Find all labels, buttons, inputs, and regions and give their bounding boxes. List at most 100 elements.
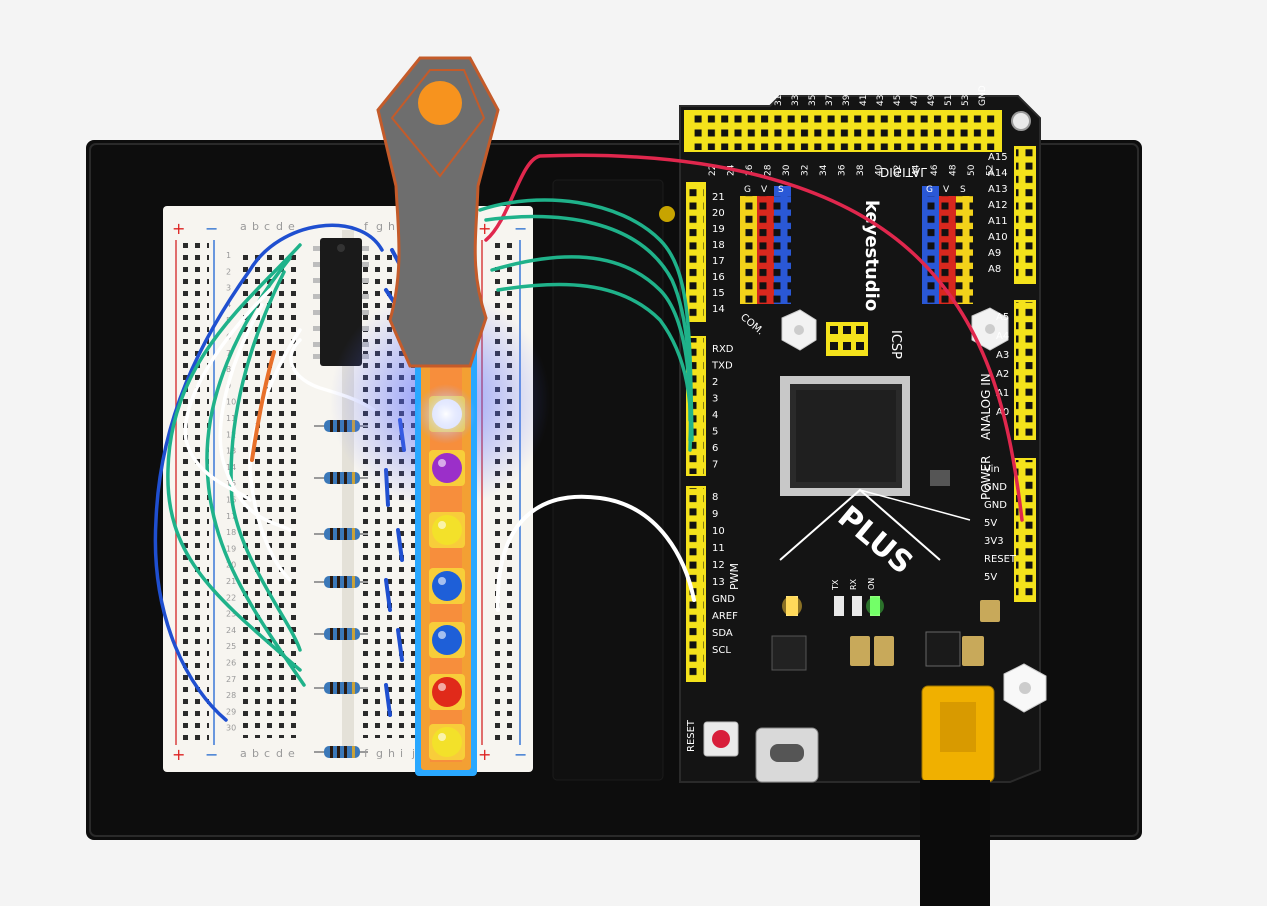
- header-pin-label: 28: [764, 164, 774, 176]
- header-pin-label: 22: [708, 165, 718, 176]
- left-pin-label: 13: [712, 577, 725, 588]
- left-pin-label: 11: [712, 543, 725, 554]
- row-number: 2: [226, 267, 231, 276]
- status-led-label: ON: [867, 578, 876, 590]
- row-number: 17: [226, 512, 236, 521]
- analog-pin-label: A12: [988, 200, 1008, 211]
- header-pin-label: 38: [856, 164, 866, 176]
- left-pin-label: RXD: [712, 344, 734, 355]
- left-pin-label: 9: [712, 509, 718, 520]
- header-pin-label: 26: [745, 164, 755, 176]
- column-letter-bottom: j: [411, 747, 415, 760]
- white-led-glow: [416, 384, 476, 444]
- column-letter-top: b: [252, 220, 259, 233]
- row-number: 25: [226, 642, 236, 651]
- rail-plus-top-right: +: [478, 219, 491, 238]
- column-letter-bottom: g: [376, 747, 383, 760]
- touch-sensor-button[interactable]: [418, 81, 462, 125]
- left-pin-label: 5: [712, 427, 718, 438]
- resistor: [314, 682, 368, 694]
- header-pin-label: 41: [859, 95, 869, 106]
- analog-pin-label: A14: [988, 168, 1008, 179]
- analog-pin-label: A2: [996, 369, 1009, 380]
- row-number: 28: [226, 691, 236, 700]
- sensor-pin-label: V: [943, 185, 950, 195]
- resistor: [314, 576, 368, 588]
- column-letter-top: h: [388, 220, 395, 233]
- header-pin-label: 52: [986, 165, 996, 176]
- pwm-label: PWM: [728, 563, 741, 590]
- power-pin-label: 3V3: [984, 536, 1004, 547]
- status-leds: [782, 596, 884, 616]
- left-pin-label: SCL: [712, 645, 731, 656]
- resistor: [314, 472, 368, 484]
- left-pin-label: TXD: [711, 361, 733, 372]
- left-header-low-holes: [688, 488, 704, 680]
- header-pin-label: 43: [876, 95, 886, 106]
- analog-pin-label: A8: [988, 264, 1001, 275]
- rail-holes-left: [181, 240, 209, 740]
- column-letter-top: d: [276, 220, 283, 233]
- led: [429, 512, 465, 548]
- left-pin-label: 8: [712, 492, 718, 503]
- power-pin-label: 5V: [984, 572, 997, 583]
- header-pin-label: 49: [927, 94, 937, 106]
- power-pin-label: GND: [984, 482, 1007, 493]
- left-pin-label: 3: [712, 394, 718, 405]
- rail-plus-bottom-right: +: [478, 745, 491, 764]
- reset-button-label: RESET: [686, 719, 697, 752]
- left-pin-label: 7: [712, 460, 718, 471]
- reset-button[interactable]: [712, 730, 730, 748]
- rail-minus-bottom-left: −: [205, 745, 218, 764]
- rail-minus-bottom-right: −: [514, 745, 527, 764]
- top-header-holes: [690, 112, 1000, 150]
- rail-minus-top-left: −: [205, 219, 218, 238]
- row-number: 1: [226, 251, 231, 260]
- status-led-label: RX: [849, 578, 858, 590]
- row-number: 23: [226, 610, 236, 619]
- analog-pin-label: A9: [988, 248, 1001, 259]
- header-pin-label: 46: [930, 164, 940, 176]
- left-header-upper-holes: [688, 184, 704, 320]
- analog-pin-label: A3: [996, 350, 1009, 361]
- left-pin-label: AREF: [712, 611, 738, 622]
- icsp-pins: [830, 326, 864, 350]
- left-pin-label: 14: [712, 304, 725, 315]
- left-pin-label: 21: [712, 192, 725, 203]
- power-pin-label: Vin: [984, 464, 1000, 475]
- column-letter-bottom: i: [400, 747, 403, 760]
- mount-hole-left: [659, 206, 675, 222]
- sensor-header-right: [922, 186, 973, 304]
- analog-pin-label: A15: [988, 152, 1008, 163]
- row-number: 3: [226, 284, 231, 293]
- column-letter-bottom: c: [264, 747, 270, 760]
- power-label: POWER: [979, 456, 993, 500]
- header-pin-label: 53: [961, 95, 971, 106]
- header-pin-label: 35: [808, 95, 818, 106]
- left-pin-label: 12: [712, 560, 725, 571]
- power-pin-label: GND: [984, 500, 1007, 511]
- icsp-label: ICSP: [888, 330, 903, 359]
- resistor: [314, 528, 368, 540]
- left-pin-label: 15: [712, 288, 725, 299]
- rail-minus-top-right: −: [514, 219, 527, 238]
- resistor: [314, 746, 368, 758]
- column-letter-bottom: b: [252, 747, 259, 760]
- analog-pin-label: A4: [996, 331, 1009, 342]
- rail-plus-top-left: +: [172, 219, 185, 238]
- analog-pin-label: A11: [988, 216, 1008, 227]
- sensor-pin-label: V: [761, 185, 768, 195]
- digital-label: DIGITAL: [880, 165, 927, 179]
- header-pin-label: 32: [801, 165, 811, 176]
- header-pin-label: 40: [875, 164, 885, 176]
- analog-pin-label: A13: [988, 184, 1008, 195]
- row-number: 24: [226, 626, 236, 635]
- header-pin-label: 37: [825, 95, 835, 106]
